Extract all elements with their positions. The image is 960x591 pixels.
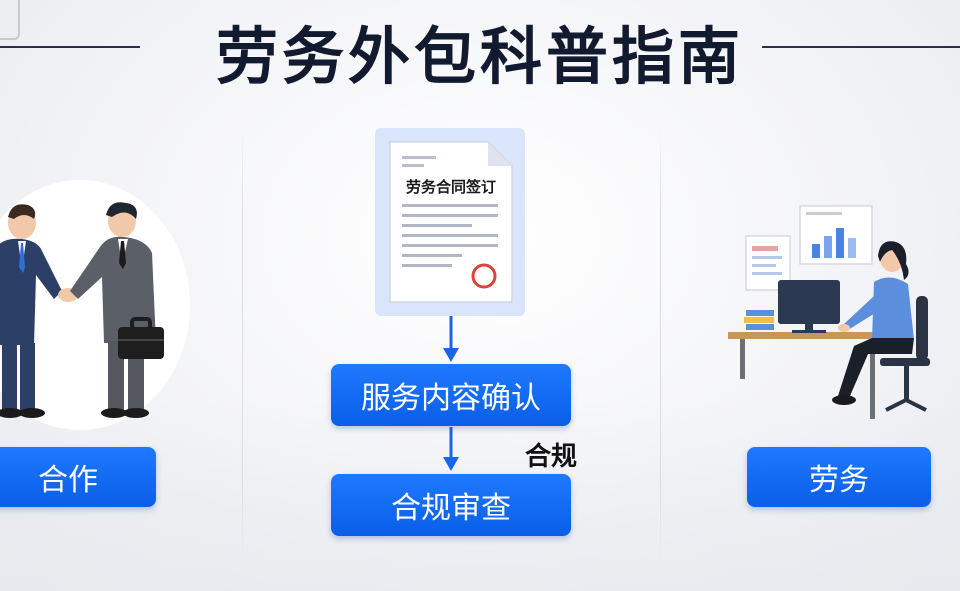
contract-title: 劳务合同签订 — [405, 178, 496, 196]
title-rule-right — [762, 46, 960, 48]
service-confirm-label: 服务内容确认 — [361, 381, 541, 416]
labor-button[interactable]: 劳务 — [747, 447, 931, 507]
arrow-down-icon — [443, 316, 459, 362]
compliance-connector-label: 合规 — [525, 442, 578, 472]
corner-decoration — [0, 0, 20, 40]
office-worker-illustration — [728, 205, 930, 419]
contract-document-icon — [389, 141, 513, 303]
cooperation-label: 合作 — [38, 463, 98, 498]
divider-right — [660, 125, 661, 565]
page-title: 劳务外包科普指南 — [215, 20, 744, 93]
title-rule-left — [0, 46, 140, 48]
labor-label: 劳务 — [809, 463, 869, 498]
divider-left — [242, 125, 243, 565]
arrow-down-icon-2 — [443, 427, 459, 471]
compliance-review-label: 合规审查 — [391, 491, 511, 526]
handshake-illustration — [0, 202, 164, 418]
compliance-review-button[interactable]: 合规审查 — [331, 474, 571, 536]
cooperation-button[interactable]: 合作 — [0, 447, 156, 507]
service-confirm-button[interactable]: 服务内容确认 — [331, 364, 571, 426]
